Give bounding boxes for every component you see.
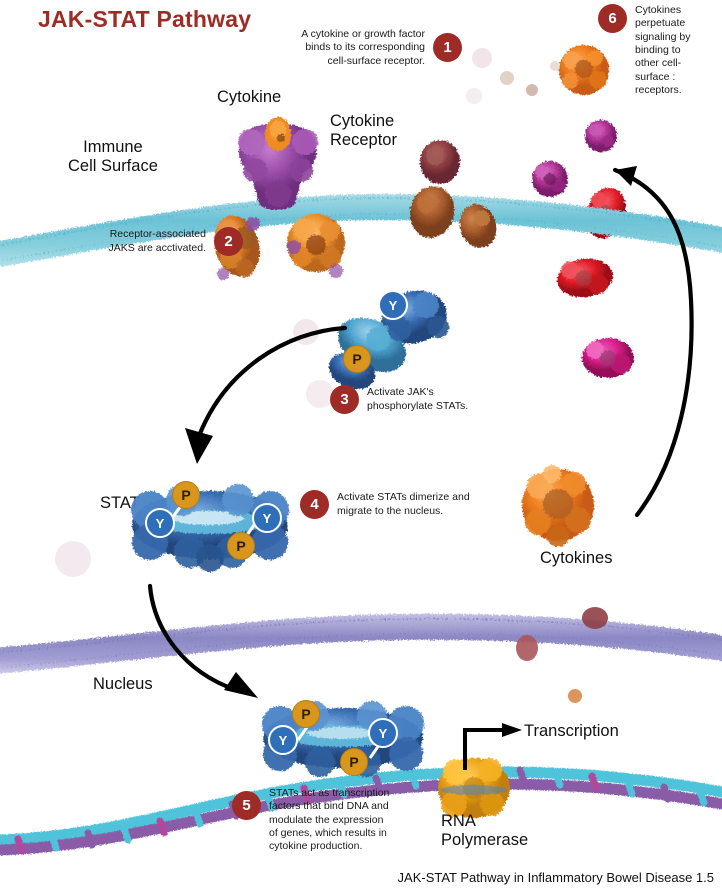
step-2-callout: Receptor-associated JAKS are acctivated.… (98, 227, 243, 256)
phospho-marker-stat-left: P (172, 481, 200, 509)
cytokine-receptor-complex (238, 117, 318, 210)
label-transcription: Transcription (524, 722, 619, 740)
step-6-badge: 6 (598, 4, 627, 33)
step-2-text: Receptor-associated JAKS are acctivated. (108, 228, 206, 254)
tyrosine-marker-dna-right: Y (368, 718, 398, 748)
cell-membrane (0, 194, 722, 267)
label-nucleus: Nucleus (93, 675, 153, 693)
step-1-text: A cytokine or growth factor binds to its… (301, 28, 425, 67)
tyrosine-marker-dna-left: Y (268, 725, 298, 755)
step-2-badge: 2 (214, 227, 243, 256)
step-6-text: Cytokines perpetuate signaling by bindin… (635, 4, 691, 96)
label-stat: STAT (100, 494, 140, 512)
step-3-callout: 3 Activate JAK's phosphorylate STATs. (330, 385, 495, 414)
tyrosine-marker-stat-left: Y (145, 508, 175, 538)
arrow-jak-to-stat (185, 325, 348, 464)
step-6-callout: 6 Cytokines perpetuate signaling by bind… (598, 4, 718, 97)
nuclear-membrane (0, 613, 722, 674)
jak-kinase-right (287, 214, 345, 278)
receptor-complex-brown (409, 140, 497, 248)
phospho-marker-dna-left: P (292, 700, 320, 728)
cytokine-magenta-2 (532, 161, 568, 197)
activated-jak-pair (328, 290, 449, 390)
step-3-text: Activate JAK's phosphorylate STATs. (367, 386, 469, 412)
cytokine-red-2 (557, 258, 613, 298)
step-3-badge: 3 (330, 385, 359, 414)
cytokine-molecule-large (522, 465, 594, 547)
phospho-marker-stat-right: P (227, 532, 255, 560)
phospho-marker-dna-right: P (340, 748, 368, 776)
arrow-cytokine-recycle (612, 166, 694, 518)
background-particles-left (55, 541, 91, 577)
label-cytokine: Cytokine (217, 88, 282, 106)
tyrosine-marker-jak: Y (378, 290, 408, 320)
cytokine-magenta-3 (582, 338, 634, 378)
figure-caption: JAK-STAT Pathway in Inflammatory Bowel D… (397, 870, 714, 885)
phospho-marker-jak: P (343, 345, 371, 373)
step-5-text: STATs act as transcription factors that … (269, 787, 390, 853)
label-rna-polymerase: RNA Polymerase (441, 812, 529, 850)
cytokine-magenta-1 (585, 120, 617, 152)
step-4-callout: 4 Activate STATs dimerize and migrate to… (300, 490, 490, 519)
background-particles-top (466, 48, 560, 104)
label-immune-cell-surface: Immune Cell Surface (68, 138, 158, 176)
step-4-text: Activate STATs dimerize and migrate to t… (337, 491, 470, 517)
step-5-callout: 5 STATs act as transcription factors tha… (232, 787, 432, 854)
page-title: JAK-STAT Pathway (38, 6, 252, 32)
step-1-badge: 1 (433, 33, 462, 63)
step-5-badge: 5 (232, 791, 261, 820)
label-cytokine-receptor: Cytokine Receptor (330, 112, 397, 150)
arrow-transcription (463, 723, 522, 770)
arrow-stat-to-nucleus (147, 583, 258, 698)
cytokine-molecule-orange-top (559, 45, 609, 95)
background-particles-nucleus (516, 607, 608, 703)
label-cytokines: Cytokines (540, 549, 613, 567)
rna-polymerase (438, 758, 510, 818)
step-1-callout: A cytokine or growth factor binds to its… (277, 28, 462, 68)
step-4-badge: 4 (300, 490, 329, 519)
tyrosine-marker-stat-right: Y (252, 503, 282, 533)
